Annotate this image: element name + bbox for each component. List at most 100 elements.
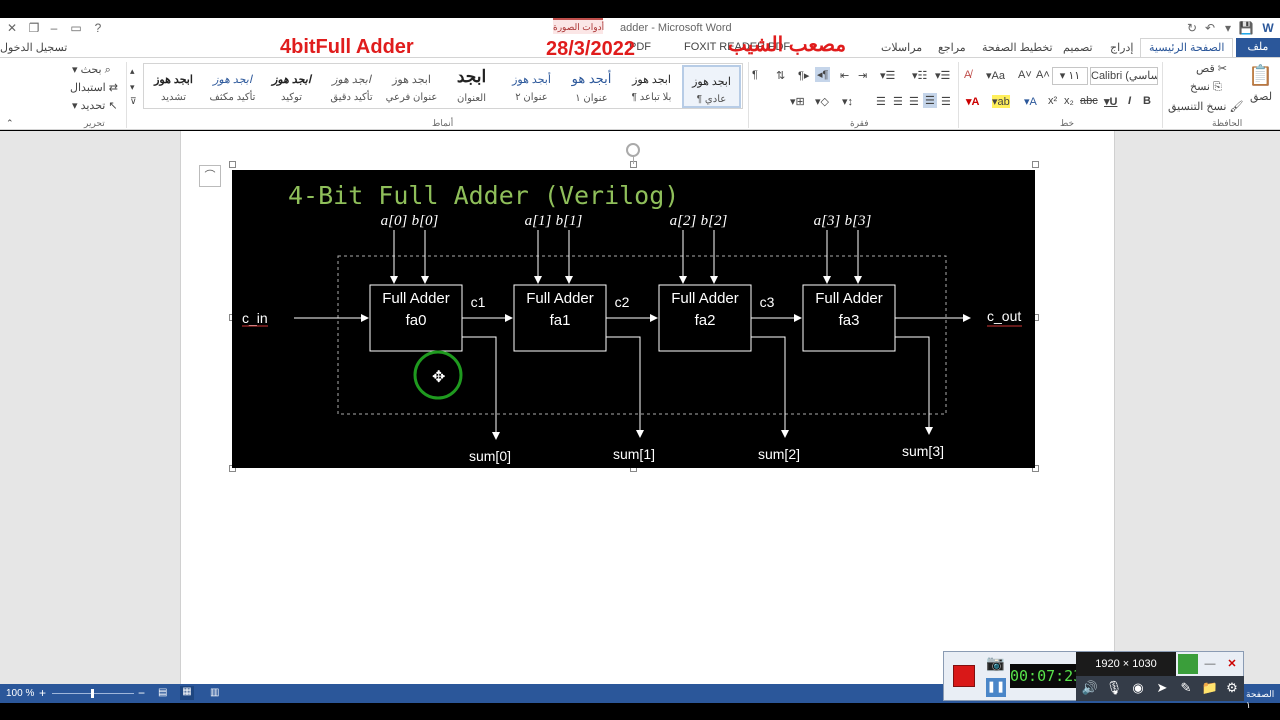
tab-insert[interactable]: إدراج xyxy=(1110,42,1134,54)
zoom-level[interactable]: 100 % xyxy=(6,688,35,699)
underline-icon[interactable]: ▾U xyxy=(1104,96,1118,108)
borders-icon[interactable]: ▾⊞ xyxy=(790,96,805,108)
bullets-icon[interactable]: ▾☰ xyxy=(935,70,951,82)
distribute-icon[interactable]: ☰ xyxy=(941,96,951,108)
paste-button[interactable]: لصق xyxy=(1250,91,1273,103)
redo-icon[interactable]: ↻ xyxy=(1186,21,1198,35)
replace-button[interactable]: استبدال ⇄ xyxy=(70,82,119,94)
replace-icon: ⇄ xyxy=(108,82,119,94)
settings-gear-icon[interactable]: ⚙ xyxy=(1226,680,1238,695)
print-layout-icon[interactable]: ▦ xyxy=(180,686,194,700)
resize-handle[interactable] xyxy=(1032,465,1039,472)
format-painter-button[interactable]: نسخ التنسيق 🖌 xyxy=(1168,101,1244,113)
grow-font-icon[interactable]: A˄ xyxy=(1036,69,1050,81)
multilevel-list-icon[interactable]: ▾☰ xyxy=(880,70,896,82)
webcam-icon[interactable]: ◉ xyxy=(1132,680,1144,695)
tab-design[interactable]: تصميم xyxy=(1063,42,1093,54)
layout-options-icon[interactable]: ⌒ xyxy=(199,165,221,187)
microphone-icon[interactable]: 🎙 xyxy=(1105,680,1123,695)
restore-icon[interactable]: ❐ xyxy=(28,21,40,35)
superscript-icon[interactable]: x² xyxy=(1048,95,1058,107)
close-recorder-icon[interactable]: ✕ xyxy=(1227,658,1237,670)
signin-link[interactable]: تسجيل الدخول xyxy=(0,42,68,54)
increase-indent-icon[interactable]: ⇥ xyxy=(858,70,868,82)
stop-record-button[interactable] xyxy=(953,665,975,687)
help-icon[interactable]: ? xyxy=(94,21,102,35)
read-mode-icon[interactable]: ▥ xyxy=(210,687,220,698)
tab-file[interactable]: ملف xyxy=(1236,38,1280,57)
styles-scroll-down-icon[interactable]: ▾ xyxy=(130,82,135,92)
speaker-icon[interactable]: 🔊 xyxy=(1081,680,1099,695)
sort-icon[interactable]: ⇅ xyxy=(776,70,786,82)
font-size-select[interactable]: ▾ ١١ xyxy=(1052,67,1088,85)
italic-icon[interactable]: I xyxy=(1128,95,1132,107)
show-marks-icon[interactable]: ¶ xyxy=(752,69,758,81)
line-spacing-icon[interactable]: ▾↕ xyxy=(842,96,854,108)
align-left-icon[interactable]: ☰ xyxy=(893,96,903,108)
web-layout-icon[interactable]: ▤ xyxy=(158,687,168,698)
font-name-select[interactable]: Calibri (أساسي) xyxy=(1090,67,1158,85)
tab-foxit[interactable]: FOXIT READER PDF xyxy=(684,41,791,53)
align-center-icon[interactable]: ☰ xyxy=(909,96,919,108)
text-effects-icon[interactable]: ▾A xyxy=(1024,96,1037,108)
resize-handle[interactable] xyxy=(229,161,236,168)
cursor-icon[interactable]: ➤ xyxy=(1156,680,1168,695)
styles-more-icon[interactable]: ⊽ xyxy=(130,96,137,106)
justify-icon[interactable]: ☰ xyxy=(876,96,886,108)
zoom-in-icon[interactable]: + xyxy=(39,686,47,700)
decrease-indent-icon[interactable]: ⇤ xyxy=(840,70,850,82)
zoom-slider-thumb[interactable] xyxy=(91,689,94,698)
rtl-icon[interactable]: ◂¶ xyxy=(815,67,831,82)
styles-scroll-up-icon[interactable]: ▴ xyxy=(130,66,135,76)
tab-pdf[interactable]: PDF xyxy=(629,41,651,53)
font-color-icon[interactable]: ▾A xyxy=(966,96,980,108)
copy-button[interactable]: نسخ ⎘ xyxy=(1190,81,1222,93)
find-button[interactable]: ▾ بحث ⌕ xyxy=(72,64,111,76)
rotate-handle-icon[interactable] xyxy=(626,143,640,157)
style-item-no-spacing[interactable]: ابجد هوز¶ بلا تباعد xyxy=(631,74,672,103)
select-button[interactable]: ▾ تحديد ↖ xyxy=(72,100,118,112)
clipboard-icon[interactable]: 📋 xyxy=(1248,65,1273,87)
strikethrough-icon[interactable]: abc xyxy=(1080,95,1098,107)
zoom-out-icon[interactable]: − xyxy=(138,686,146,700)
pen-icon[interactable]: ✎ xyxy=(1180,680,1192,695)
collapse-ribbon-icon[interactable]: ⌃ xyxy=(6,118,14,128)
minimize-recorder-icon[interactable]: — xyxy=(1204,658,1216,670)
align-right-icon[interactable]: ☰ xyxy=(923,93,937,108)
bold-icon[interactable]: B xyxy=(1143,95,1151,107)
save-icon[interactable]: 💾 xyxy=(1238,21,1254,35)
ribbon-display-icon[interactable]: ▭ xyxy=(70,21,82,35)
cut-button[interactable]: قص ✂ xyxy=(1196,63,1228,75)
change-case-icon[interactable]: ▾Aa xyxy=(986,70,1005,82)
shrink-font-icon[interactable]: A˅ xyxy=(1018,69,1032,81)
undo-icon[interactable]: ↶ xyxy=(1204,21,1216,35)
screenshot-camera-icon[interactable]: 📷 xyxy=(986,655,1005,672)
resize-handle[interactable] xyxy=(1032,161,1039,168)
subscript-icon[interactable]: x₂ xyxy=(1064,95,1074,107)
tab-references[interactable]: مراجع xyxy=(938,42,966,54)
pause-button[interactable]: ❚❚ xyxy=(986,678,1006,697)
customize-qat-icon[interactable]: ▾ xyxy=(1224,21,1232,35)
close-icon[interactable]: ✕ xyxy=(6,21,18,35)
tab-home[interactable]: الصفحة الرئيسية xyxy=(1140,38,1234,57)
minimize-icon[interactable]: – xyxy=(50,21,58,35)
numbering-icon[interactable]: ▾☷ xyxy=(912,70,928,82)
adder-diagram-picture[interactable]: 4-Bit Full Adder (Verilog) c_in c_out Fu… xyxy=(232,170,1035,468)
ltr-icon[interactable]: ¶▸ xyxy=(798,70,810,82)
fullscreen-icon[interactable] xyxy=(1178,654,1198,674)
shading-icon[interactable]: ▾◇ xyxy=(815,96,829,108)
tab-page-layout[interactable]: تخطيط الصفحة xyxy=(982,42,1053,54)
highlight-icon[interactable]: ▾ab xyxy=(992,95,1010,108)
clear-formatting-icon[interactable]: A̸ xyxy=(964,69,972,81)
folder-icon[interactable]: 📁 xyxy=(1201,680,1219,695)
tab-mailings[interactable]: مراسلات xyxy=(881,42,923,54)
style-item-normal[interactable]: ابجد هوز¶ عادي xyxy=(682,65,741,108)
